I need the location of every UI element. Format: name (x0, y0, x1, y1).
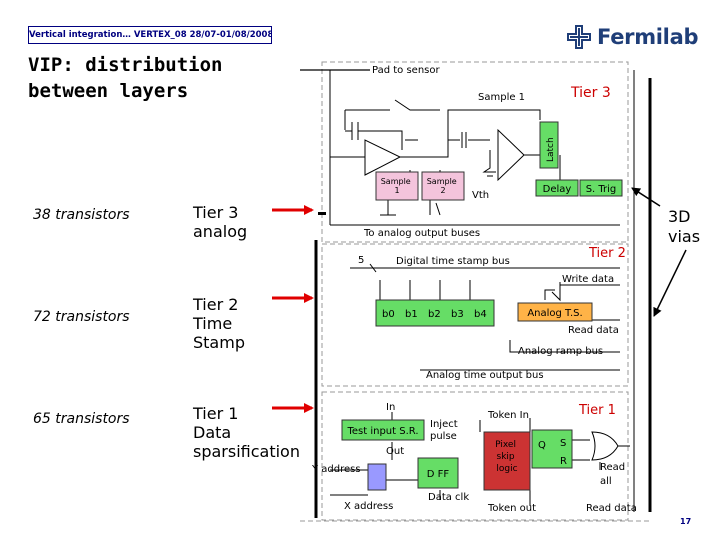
via-arrow-top (631, 187, 661, 207)
timestamp-bits-block (375, 299, 495, 327)
3d-vias-label: 3D vias (668, 207, 701, 246)
slide-title: VIP: distribution between layers (28, 52, 288, 104)
sample1-label: Sample 1 (478, 92, 525, 103)
analog-ts-label: Analog T.S. (527, 308, 582, 319)
out-label: Out (386, 446, 404, 457)
fermilab-logo: Fermilab (565, 22, 698, 52)
page-number: 17 (680, 517, 692, 526)
latch-label: Latch (546, 137, 556, 162)
digital-timestamp-label: Digital time stamp bus (396, 256, 510, 267)
tier2-label: Tier 2 Time Stamp (193, 295, 245, 352)
sample1-box-line2: 1 (394, 186, 399, 195)
sample1-box-label: Sample 1 (381, 177, 414, 195)
pixel-skip-line2: skip (497, 452, 515, 462)
strig-label: S. Trig (586, 184, 617, 195)
sample1-block (375, 171, 419, 201)
sample2-box-line2: 2 (440, 186, 445, 195)
sr-latch-block (531, 429, 573, 469)
in-label: In (386, 402, 395, 413)
pixel-skip-label: Pixel skip logic (495, 440, 519, 474)
fermilab-logo-icon (567, 25, 591, 49)
analog-ts-block (517, 302, 593, 322)
inject-line2: pulse (430, 431, 457, 442)
dff-block (417, 457, 459, 489)
read-data-label: Read data (568, 325, 619, 336)
ramp-bus-label: Analog ramp bus (518, 346, 603, 357)
transistor-count-tier2: 72 transistors (33, 309, 130, 325)
sample2-block (421, 171, 465, 201)
transistor-count-tier3: 38 transistors (33, 207, 130, 223)
conference-header: Vertical integration… VERTEX_08 28/07-01… (28, 26, 272, 44)
bit-b1: b1 (405, 309, 418, 320)
tier3-diagram-label: Tier 3 (570, 85, 611, 101)
tier2-diagram-label: Tier 2 (588, 246, 626, 261)
tier1-region (321, 391, 629, 521)
test-sr-block (341, 419, 425, 441)
bus-width-label: 5 (358, 255, 364, 266)
address-decoder-block (367, 463, 387, 491)
test-sr-label: Test input S.R. (346, 426, 418, 437)
s-label: S (560, 438, 566, 449)
inject-line1: Inject (430, 419, 458, 430)
x-address-label: X address (344, 501, 393, 512)
via-arrow-bottom (653, 249, 687, 317)
delay-label: Delay (543, 184, 572, 195)
time-output-bus-label: Analog time output bus (426, 370, 544, 381)
tier2-region (321, 243, 629, 387)
logo-name: Fermilab (597, 25, 699, 49)
y-address-label: Y address (311, 464, 361, 475)
write-data-label: Write data (562, 274, 614, 285)
strig-block (579, 179, 623, 197)
tier1-label: Tier 1 Data sparsification (193, 404, 300, 461)
dff-label: D FF (427, 469, 450, 480)
delay-block (535, 179, 579, 197)
pad-to-sensor-label: Pad to sensor (372, 65, 440, 76)
sample2-box-line1: Sample (427, 177, 457, 186)
read-all-label: Read all (600, 462, 628, 487)
bit-b3: b3 (451, 309, 464, 320)
bit-b4: b4 (474, 309, 487, 320)
bit-b2: b2 (428, 309, 441, 320)
sample2-box-label: Sample 2 (427, 177, 460, 195)
title-line-2: between layers (28, 80, 189, 102)
tier3-label: Tier 3 analog (193, 203, 248, 241)
q-label: Q (538, 440, 546, 451)
data-clk-label: Data clk (428, 492, 469, 503)
pixel-skip-line3: logic (496, 464, 517, 474)
token-in-label: Token In (487, 410, 529, 421)
token-out-label: Token out (487, 503, 536, 514)
analog-output-label: To analog output buses (363, 228, 480, 239)
tier3-region (321, 61, 629, 243)
tier1-diagram-label: Tier 1 (578, 403, 616, 418)
read-data-tier1-label: Read data (586, 503, 637, 514)
read-all-line2: all (600, 476, 612, 487)
latch-block (539, 121, 559, 169)
timestamp-bits: b0 b1 b2 b3 b4 (382, 309, 487, 320)
inject-pulse-label: Inject pulse (430, 419, 461, 442)
read-all-line1: Read (600, 462, 625, 473)
pixel-skip-block (483, 431, 531, 491)
pixel-skip-line1: Pixel (495, 440, 516, 450)
vth-label: Vth (472, 190, 489, 201)
transistor-count-tier1: 65 transistors (33, 411, 130, 427)
sample1-box-line1: Sample (381, 177, 411, 186)
r-label: R (560, 456, 567, 467)
bit-b0: b0 (382, 309, 395, 320)
title-line-1: VIP: distribution (28, 54, 223, 76)
